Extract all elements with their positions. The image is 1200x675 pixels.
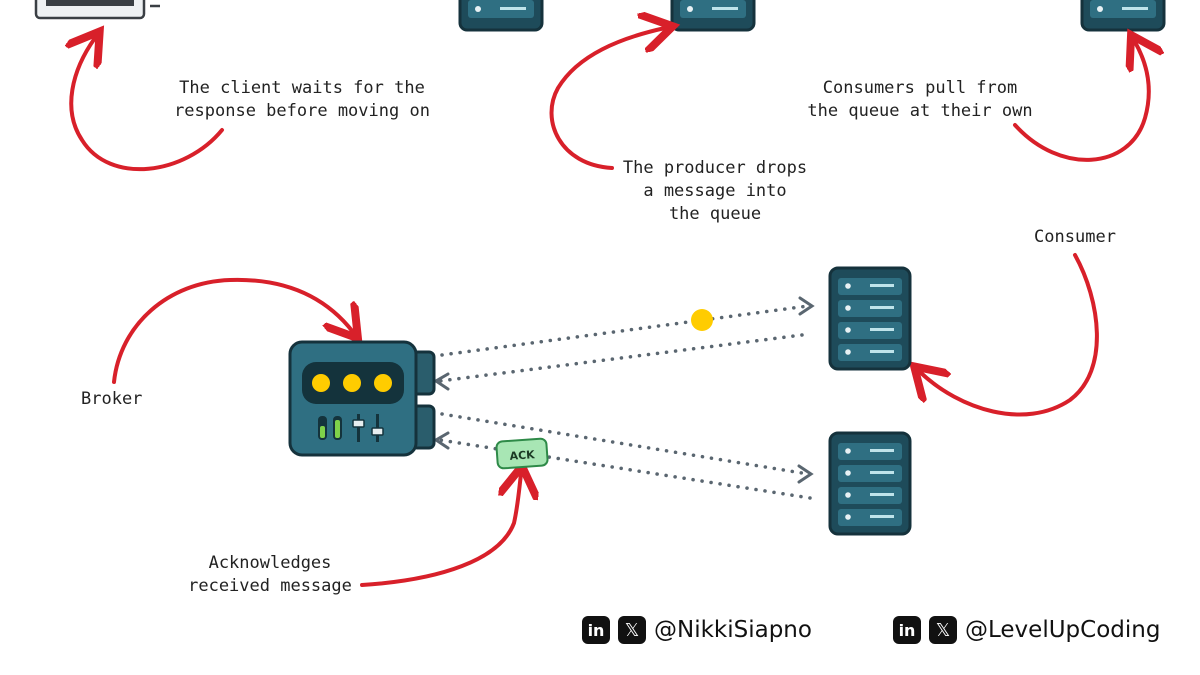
- line-consumer-2-to-broker: [433, 431, 812, 500]
- note-producer-drops: The producer drops a message into the qu…: [622, 158, 808, 224]
- broker-icon: [288, 340, 436, 457]
- message-dot: [691, 309, 713, 331]
- line-broker-to-consumer-1: [440, 296, 815, 357]
- note-acknowledges: Acknowledges received message: [188, 553, 352, 596]
- ack-label: ACK: [509, 448, 535, 463]
- arrow-acknowledges: [360, 474, 521, 587]
- laptop-icon: [34, 0, 160, 20]
- note-client-waits: The client waits for the response before…: [174, 78, 430, 121]
- arrow-consumer: [920, 253, 1099, 417]
- arrow-broker: [112, 277, 353, 384]
- server-icon-top-1: [458, 0, 544, 32]
- x-icon[interactable]: 𝕏: [618, 616, 646, 644]
- line-consumer-1-to-broker: [433, 333, 804, 391]
- arrow-producer-drops: [549, 28, 665, 170]
- note-consumer: Consumer: [1034, 227, 1116, 247]
- ack-badge: ACK: [495, 437, 549, 470]
- x-icon[interactable]: 𝕏: [929, 616, 957, 644]
- arrow-client-waits: [71, 38, 224, 172]
- server-icon-consumer-2: [828, 431, 912, 536]
- arrow-consumers-pull: [1013, 42, 1149, 162]
- server-icon-consumer-1: [828, 266, 912, 371]
- note-consumers-pull: Consumers pull from the queue at their o…: [807, 78, 1033, 121]
- social-handle-nikki[interactable]: in 𝕏 @NikkiSiapno: [582, 616, 812, 644]
- server-icon-top-3: [1080, 0, 1166, 32]
- server-icon-top-2: [670, 0, 756, 32]
- linkedin-icon[interactable]: in: [893, 616, 921, 644]
- note-broker: Broker: [81, 389, 143, 409]
- line-broker-to-consumer-2: [440, 412, 814, 484]
- handle-text-levelup[interactable]: @LevelUpCoding: [965, 617, 1161, 643]
- handle-text-nikki[interactable]: @NikkiSiapno: [654, 617, 812, 643]
- social-handle-levelup[interactable]: in 𝕏 @LevelUpCoding: [893, 616, 1160, 644]
- linkedin-icon[interactable]: in: [582, 616, 610, 644]
